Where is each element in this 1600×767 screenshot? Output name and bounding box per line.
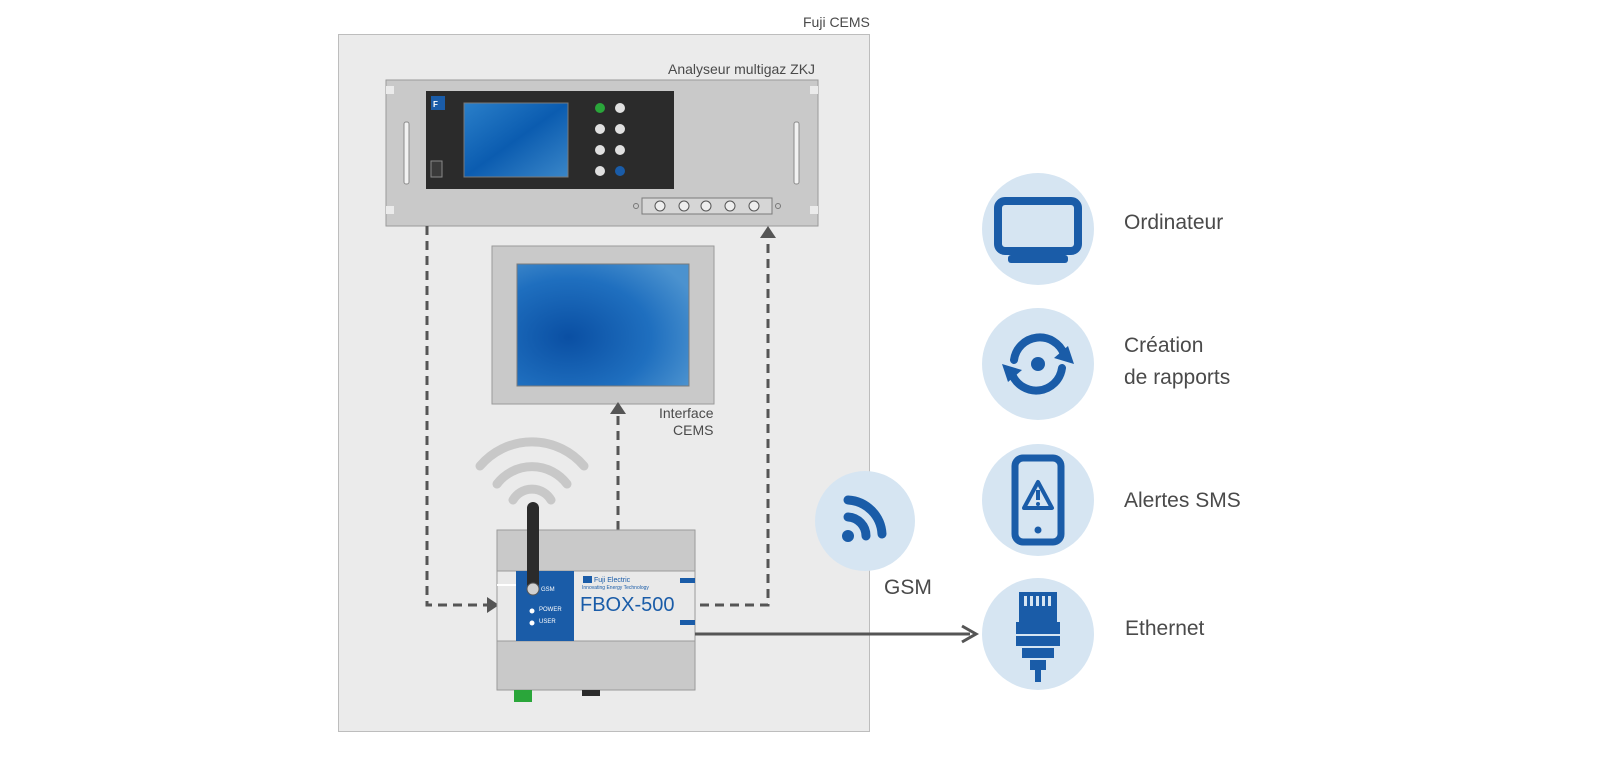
service-reports xyxy=(982,308,1094,420)
fbox-model: FBOX-500 xyxy=(580,594,675,616)
wireless-waves-icon xyxy=(475,437,589,505)
monitor-icon xyxy=(994,197,1082,263)
service-reports-label-line2: de rapports xyxy=(1124,366,1231,389)
service-computer-label: Ordinateur xyxy=(1124,211,1224,234)
ethernet-link xyxy=(695,624,980,644)
fbox-brand: Fuji Electric xyxy=(594,577,631,584)
data-links xyxy=(425,226,770,607)
fbox-led-power: POWER xyxy=(539,607,562,613)
analyzer-label: Analyseur multigaz ZKJ xyxy=(668,61,816,77)
fbox-led-gsm: GSM xyxy=(541,587,555,593)
fbox-tagline: Innovating Energy Technology xyxy=(582,585,649,591)
svg-text:F: F xyxy=(433,100,438,109)
refresh-report-icon xyxy=(1002,333,1074,395)
gsm-signal-icon xyxy=(815,471,915,571)
multigas-analyzer: F xyxy=(385,79,819,227)
cabinet-label: Fuji CEMS xyxy=(803,14,870,30)
service-sms xyxy=(982,444,1094,556)
cems-interface-panel xyxy=(491,245,715,405)
service-ethernet-label: Ethernet xyxy=(1125,617,1205,640)
service-reports-label-line1: Création xyxy=(1124,334,1204,357)
interface-label-line1: Interface xyxy=(659,405,714,421)
fbox-500-gateway xyxy=(496,502,696,702)
gsm-label: GSM xyxy=(884,576,932,599)
fbox-led-user: USER xyxy=(539,619,556,625)
service-computer xyxy=(982,173,1094,285)
phone-alert-icon xyxy=(1011,454,1065,546)
arrow-heads xyxy=(487,226,776,613)
service-ethernet xyxy=(982,578,1094,690)
ethernet-plug-icon xyxy=(1016,592,1060,682)
interface-label-line2: CEMS xyxy=(673,422,714,438)
service-sms-label: Alertes SMS xyxy=(1124,489,1241,512)
